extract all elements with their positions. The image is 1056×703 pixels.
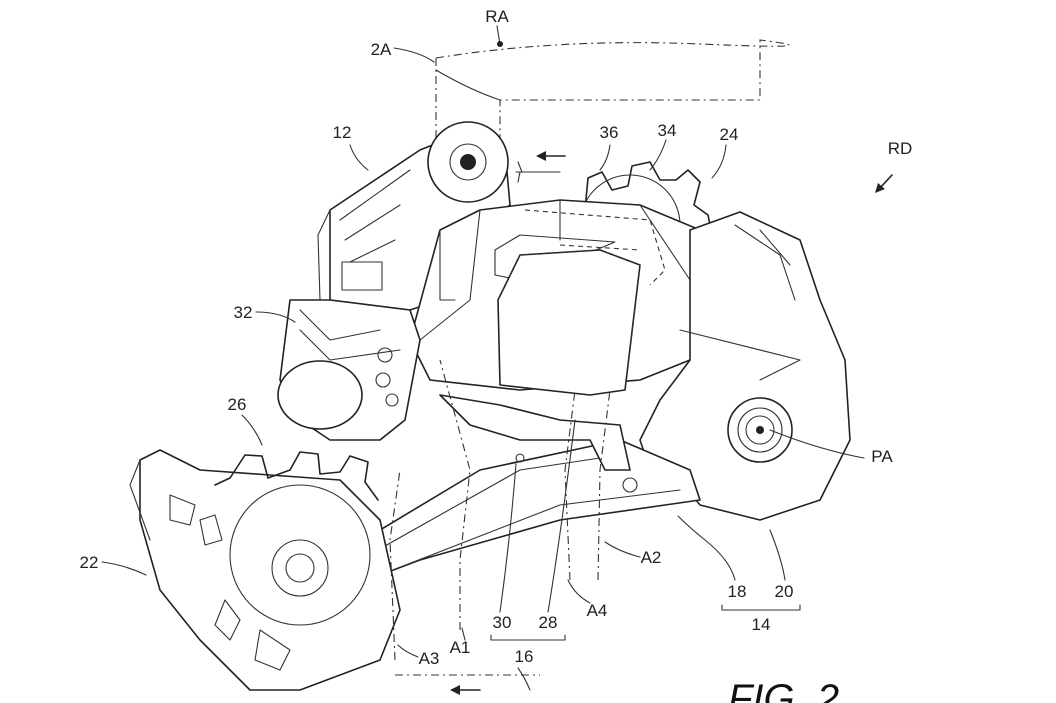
pulley-cage-22 xyxy=(129,449,401,691)
link-assembly-14 xyxy=(639,211,851,521)
label-30: 30 xyxy=(493,613,512,632)
axis-lines xyxy=(389,359,611,676)
label-32: 32 xyxy=(234,303,253,322)
base-member-12 xyxy=(317,121,511,311)
axis-a1 xyxy=(439,359,471,630)
label-24: 24 xyxy=(720,125,739,144)
reference-labels: RA 2A 12 36 34 24 RD 32 26 22 PA A2 18 2… xyxy=(80,7,913,668)
label-22: 22 xyxy=(80,553,99,572)
label-12: 12 xyxy=(333,123,352,142)
leader-lines xyxy=(101,25,865,691)
label-36: 36 xyxy=(600,123,619,142)
figure-caption: FIG. 2 xyxy=(728,677,839,703)
label-a4: A4 xyxy=(587,601,608,620)
label-2a: 2A xyxy=(371,40,392,59)
label-16: 16 xyxy=(515,647,534,666)
label-34: 34 xyxy=(658,121,677,140)
label-rd: RD xyxy=(888,139,913,158)
bracket-32 xyxy=(277,299,421,441)
label-14: 14 xyxy=(752,615,771,634)
label-18: 18 xyxy=(728,582,747,601)
label-ra: RA xyxy=(485,7,509,26)
label-a1: A1 xyxy=(450,638,471,657)
movable-member xyxy=(409,199,706,396)
axis-a2 xyxy=(597,389,611,581)
label-a3: A3 xyxy=(419,649,440,668)
label-pa: PA xyxy=(871,447,893,466)
axis-a4 xyxy=(564,389,576,581)
label-26: 26 xyxy=(228,395,247,414)
label-28: 28 xyxy=(539,613,558,632)
label-20: 20 xyxy=(775,582,794,601)
label-a2: A2 xyxy=(641,548,662,567)
axis-a3 xyxy=(389,469,401,661)
direction-arrows xyxy=(450,151,893,695)
